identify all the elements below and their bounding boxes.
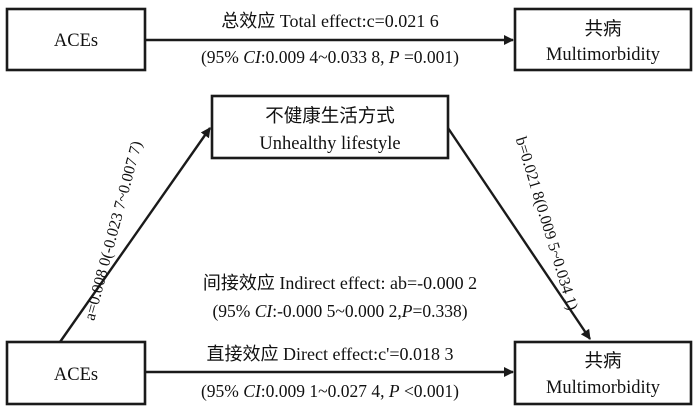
direct-effect-label: 直接效应 Direct effect:c'=0.018 3 <box>207 344 454 364</box>
node-aces-bottom-label: ACEs <box>54 365 98 385</box>
node-multimorbidity-bottom-cn: 共病 <box>584 351 621 372</box>
node-aces-bottom <box>5 340 147 406</box>
node-lifestyle-cn: 不健康生活方式 <box>265 106 395 127</box>
direct-effect-ci: (95% CI:0.009 1~0.027 4, P <0.001) <box>201 381 459 401</box>
indirect-effect-ci: (95% CI:-0.000 5~0.000 2,P=0.338) <box>212 301 467 321</box>
node-unhealthy-lifestyle <box>210 94 450 160</box>
node-multimorbidity-top-en: Multimorbidity <box>546 45 661 65</box>
total-effect-label: 总效应 Total effect:c=0.021 6 <box>221 11 439 31</box>
node-aces-top-label: ACEs <box>54 31 98 51</box>
arrow-path-a <box>59 127 211 343</box>
node-multimorbidity-bottom <box>513 340 693 406</box>
node-multimorbidity-bottom-en: Multimorbidity <box>546 378 661 398</box>
total-effect-ci: (95% CI:0.009 4~0.033 8, P =0.001) <box>201 47 459 67</box>
indirect-effect-label: 间接效应 Indirect effect: ab=-0.000 2 <box>203 273 477 293</box>
node-multimorbidity-top-cn: 共病 <box>584 19 621 40</box>
path-b-label: b=0.021 8(0.009 5~0.034 1) <box>512 135 581 312</box>
node-lifestyle-en: Unhealthy lifestyle <box>259 134 400 154</box>
arrow-path-b <box>447 127 591 340</box>
node-multimorbidity-top <box>513 7 693 72</box>
path-a-label: a=0.008 0(-0.023 7~0.007 7) <box>82 139 146 322</box>
node-aces-top <box>5 7 147 72</box>
